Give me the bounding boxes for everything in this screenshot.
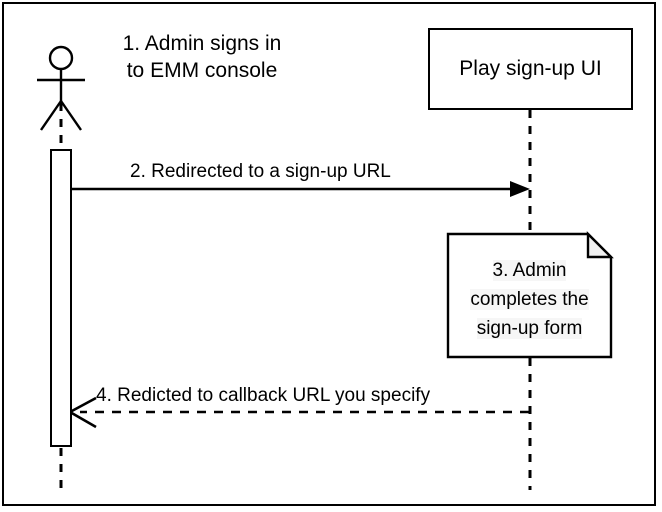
- message-arrow-redirect-signup: [71, 181, 530, 197]
- actor-caption: 1. Admin signs in to EMM console: [97, 30, 307, 84]
- note-text-line1: 3. Admin: [492, 260, 567, 281]
- diagram-border: [2, 2, 656, 506]
- actor-caption-line1: 1. Admin signs in: [122, 32, 282, 55]
- note-admin-completes-form: 3. Admin completes the sign-up form: [447, 233, 612, 358]
- note-text-line2: completes the: [470, 289, 589, 310]
- actor-caption-line2: to EMM console: [126, 59, 278, 82]
- message-label-redirect-signup: 2. Redirected to a sign-up URL: [130, 161, 391, 182]
- participant-label: Play sign-up UI: [459, 57, 602, 80]
- activation-bar: [50, 149, 72, 447]
- message-label-callback-redirect: 4. Redicted to callback URL you specify: [96, 385, 431, 406]
- participant-box-play-signup-ui[interactable]: Play sign-up UI: [428, 28, 633, 110]
- stick-figure-icon: [37, 45, 85, 131]
- note-text: 3. Admin completes the sign-up form: [447, 256, 612, 343]
- note-text-line3: sign-up form: [476, 318, 583, 339]
